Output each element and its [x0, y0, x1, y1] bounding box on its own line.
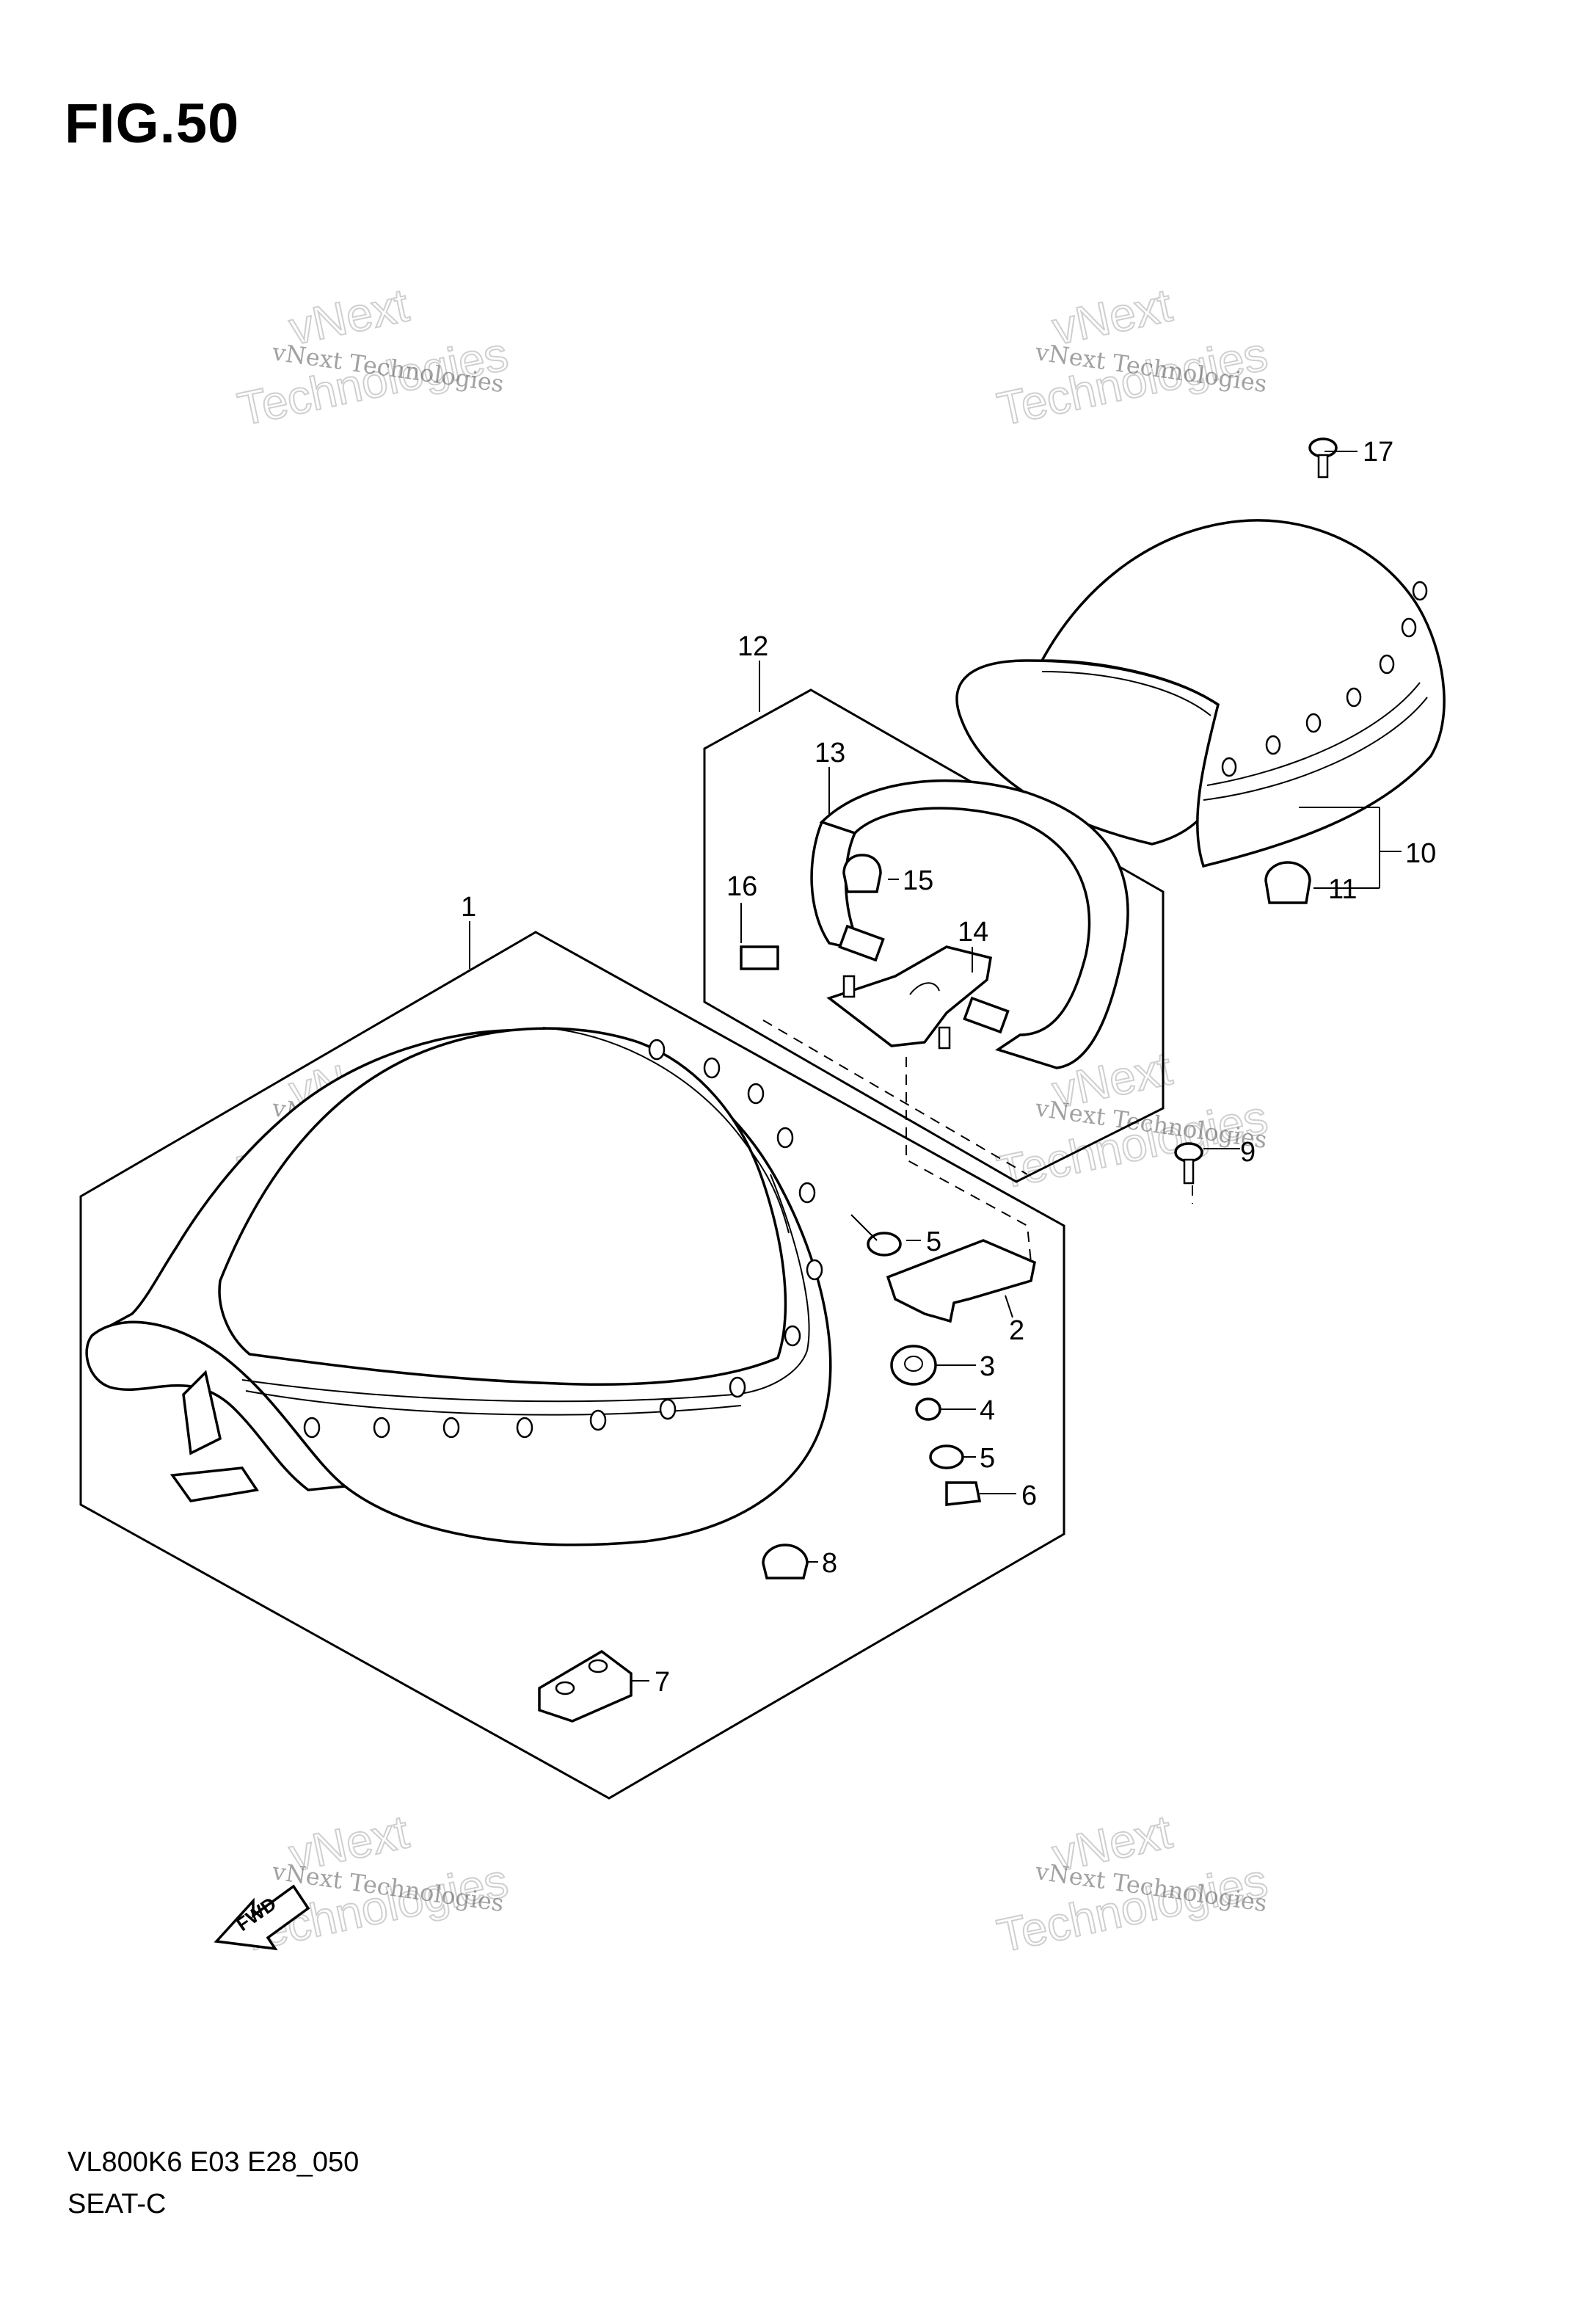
bracket-assembly-outline	[703, 688, 1165, 1183]
leader-lines	[469, 451, 1402, 1682]
nut-part-15	[842, 854, 882, 893]
clip-part-7	[538, 1649, 633, 1723]
bracket-plate	[826, 945, 992, 1050]
fwd-arrow: FWD	[214, 1884, 310, 1951]
callout-6: 6	[1021, 1480, 1037, 1511]
collar-part-4	[915, 1397, 941, 1421]
callout-9: 9	[1240, 1137, 1256, 1168]
model-code: VL800K6 E03 E28_050	[68, 2147, 360, 2178]
callout-4: 4	[980, 1395, 995, 1426]
seat-studs	[303, 1039, 823, 1439]
callout-16: 16	[726, 871, 757, 902]
washer-part-5a	[867, 1232, 902, 1257]
cap-part-11	[1264, 861, 1311, 904]
callout-5b: 5	[980, 1443, 995, 1474]
watermark-top-left: Technologies vNext vNext Technologies	[233, 277, 513, 436]
seat-strap	[810, 779, 1129, 1069]
watermark-bottom-right: Technologies vNext vNext Technologies	[992, 1804, 1272, 1963]
cushion-part-8	[762, 1544, 809, 1579]
callout-7: 7	[655, 1667, 670, 1698]
watermark-bottom-left: Technologies vNext vNext Technologies	[233, 1804, 513, 1963]
figure-title: FIG.50	[65, 92, 240, 155]
screw-part-17	[1308, 437, 1338, 479]
callout-2: 2	[1009, 1315, 1024, 1346]
washer-part-5b	[929, 1444, 964, 1469]
front-seat	[85, 1027, 832, 1546]
seat-assembly-outline	[79, 931, 1065, 1800]
bolt-part-9	[1174, 1142, 1203, 1185]
section-name: SEAT-C	[68, 2189, 167, 2220]
grommet-part-3	[890, 1345, 937, 1386]
nut-part-6	[945, 1481, 982, 1506]
callout-8: 8	[822, 1548, 837, 1579]
rear-seat-studs	[1221, 581, 1428, 777]
bracket-part-2	[886, 1239, 1036, 1323]
callout-10: 10	[1405, 838, 1436, 869]
callout-5a: 5	[926, 1226, 941, 1257]
callout-11: 11	[1328, 874, 1357, 905]
callout-17: 17	[1363, 437, 1393, 468]
pad-part-16	[740, 945, 779, 970]
callout-3: 3	[980, 1351, 995, 1382]
callout-15: 15	[903, 865, 933, 896]
watermark-top-right: Technologies vNext vNext Technologies	[992, 277, 1272, 436]
callout-13: 13	[815, 738, 845, 768]
callout-1: 1	[461, 892, 476, 923]
callout-12: 12	[737, 631, 768, 662]
watermark-mid-right: Technologies vNext vNext Technologies	[992, 1041, 1272, 1199]
callout-14: 14	[958, 917, 988, 948]
